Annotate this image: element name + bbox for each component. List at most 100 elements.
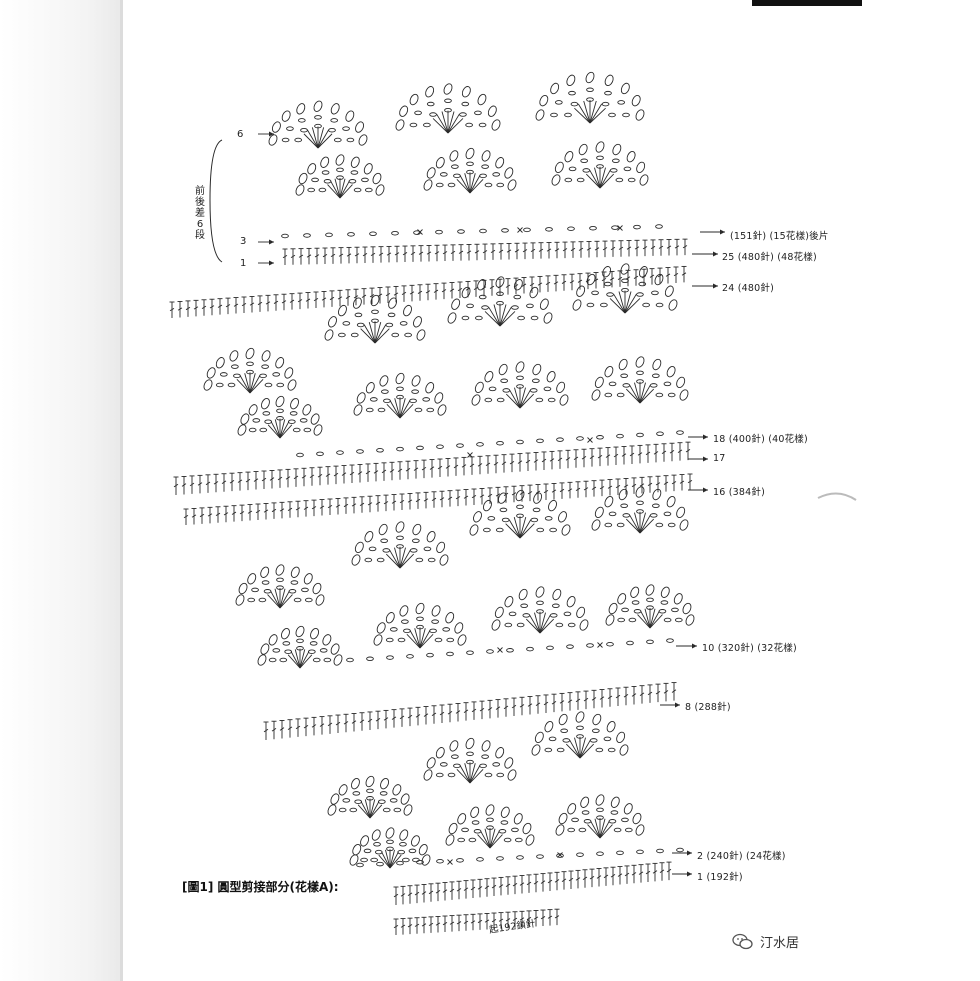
stitch-fan-spoke — [514, 387, 521, 409]
stitch-dc-bar — [453, 464, 459, 469]
stitch-dc-bar — [449, 288, 455, 292]
stitch-chain — [568, 90, 576, 96]
stitch-dc-bar — [477, 919, 483, 924]
stitch-chain — [633, 224, 641, 230]
stitch-chain — [564, 112, 572, 118]
stitch-puff — [421, 854, 431, 866]
stitch-dc-bar — [399, 500, 405, 504]
stitch-chain — [626, 640, 634, 646]
stitch-chain — [536, 600, 544, 606]
stitch-dc-bar — [671, 689, 677, 693]
stitch-chain — [651, 503, 660, 509]
stitch-puff — [473, 511, 482, 523]
stitch-sc — [497, 647, 503, 653]
stitch-fan-spoke — [629, 514, 641, 534]
stitch-puff — [495, 276, 505, 288]
stitch-dc-bar — [263, 728, 269, 733]
stitch-puff — [539, 94, 549, 107]
stitch-dc-bar — [597, 454, 603, 459]
stitch-chain — [401, 619, 409, 624]
stitch-chain — [646, 597, 654, 603]
stitch-puff — [544, 721, 554, 733]
stitch-dc-bar — [343, 503, 349, 508]
stitch-chain — [366, 788, 374, 794]
stitch-fan-spoke — [589, 107, 606, 124]
stitch-chain — [408, 848, 417, 854]
stitch-dc-bar — [506, 249, 512, 253]
stitch-dc-bar — [351, 503, 357, 507]
stitch-puff — [608, 602, 618, 615]
stitch-puff — [645, 584, 655, 596]
stitch-puff — [477, 93, 487, 106]
stitch-puff — [275, 395, 285, 408]
stitch-dc-bar — [389, 469, 395, 473]
stitch-chain — [316, 451, 324, 457]
stitch-chain — [247, 597, 256, 603]
stitch-fan-spoke — [368, 321, 376, 344]
stitch-dc-bar — [463, 920, 469, 924]
stitch-chain — [649, 513, 658, 518]
stitch-fan-spoke — [399, 549, 411, 569]
stitch-chain — [526, 303, 534, 309]
stitch-chain — [676, 430, 684, 435]
stitch-dc-bar — [658, 245, 664, 249]
stitch-chain — [636, 292, 644, 297]
stitch-chain — [551, 603, 560, 609]
stitch-puff — [491, 619, 501, 631]
stitch-dc-bar — [573, 456, 579, 461]
stitch-puff — [425, 86, 435, 98]
stitch-chain — [504, 622, 513, 628]
stitch-chain — [389, 627, 398, 632]
stitch-chain — [422, 397, 431, 402]
stitch-chain — [586, 643, 594, 648]
stitch-puff — [636, 161, 646, 174]
stitch-chain — [532, 507, 541, 513]
stitch-chain — [546, 645, 554, 651]
stitch-dc-bar — [421, 923, 427, 927]
stitch-chain — [423, 546, 432, 552]
stitch-dc-bar — [487, 493, 493, 498]
stitch-chain — [353, 187, 362, 193]
stitch-dc-bar — [261, 477, 267, 482]
stitch-chain — [496, 856, 504, 861]
stitch-chain — [350, 170, 359, 175]
stitch-fan-spoke — [249, 373, 256, 394]
stitch-puff — [507, 179, 517, 191]
stitch-dc-bar — [393, 893, 399, 898]
stitch-puff — [416, 329, 426, 341]
stitch-dc-bar — [469, 463, 475, 468]
stitch-chain — [282, 641, 291, 646]
stitch-dc-bar — [602, 247, 608, 251]
stitch-dc-bar — [610, 246, 616, 251]
stitch-chain — [481, 305, 489, 310]
stitch-puff — [235, 594, 245, 606]
stitch-chain — [252, 418, 261, 423]
stitch-dc-bar — [428, 922, 434, 927]
stitch-dc-bar — [407, 499, 413, 503]
side-bracket — [209, 139, 223, 263]
stitch-puff — [364, 531, 374, 543]
stitch-puff — [260, 566, 270, 578]
stitch-chain — [536, 527, 545, 533]
stitch-chain — [380, 538, 389, 544]
stitch-dc-bar — [333, 472, 339, 477]
left-row-3: 3 — [240, 236, 247, 247]
stitch-puff — [579, 619, 589, 631]
stitch-dc-bar — [361, 294, 367, 298]
stitch-puff — [349, 854, 359, 866]
stitch-dc-bar — [570, 247, 576, 252]
stitch-puff — [353, 404, 363, 416]
stitch-dc-bar — [431, 497, 437, 501]
stitch-puff — [281, 628, 290, 640]
stitch-puff — [575, 711, 585, 723]
stitch-dc-bar — [455, 710, 461, 714]
stitch-puff — [395, 119, 405, 131]
stitch-chain — [411, 538, 420, 544]
stitch-dc-bar — [557, 457, 563, 462]
stitch-chain — [623, 166, 632, 172]
stitch-fan-spoke — [508, 519, 521, 539]
stitch-puff — [592, 713, 602, 726]
stitch-puff — [616, 731, 626, 744]
stitch-chain — [578, 827, 587, 833]
